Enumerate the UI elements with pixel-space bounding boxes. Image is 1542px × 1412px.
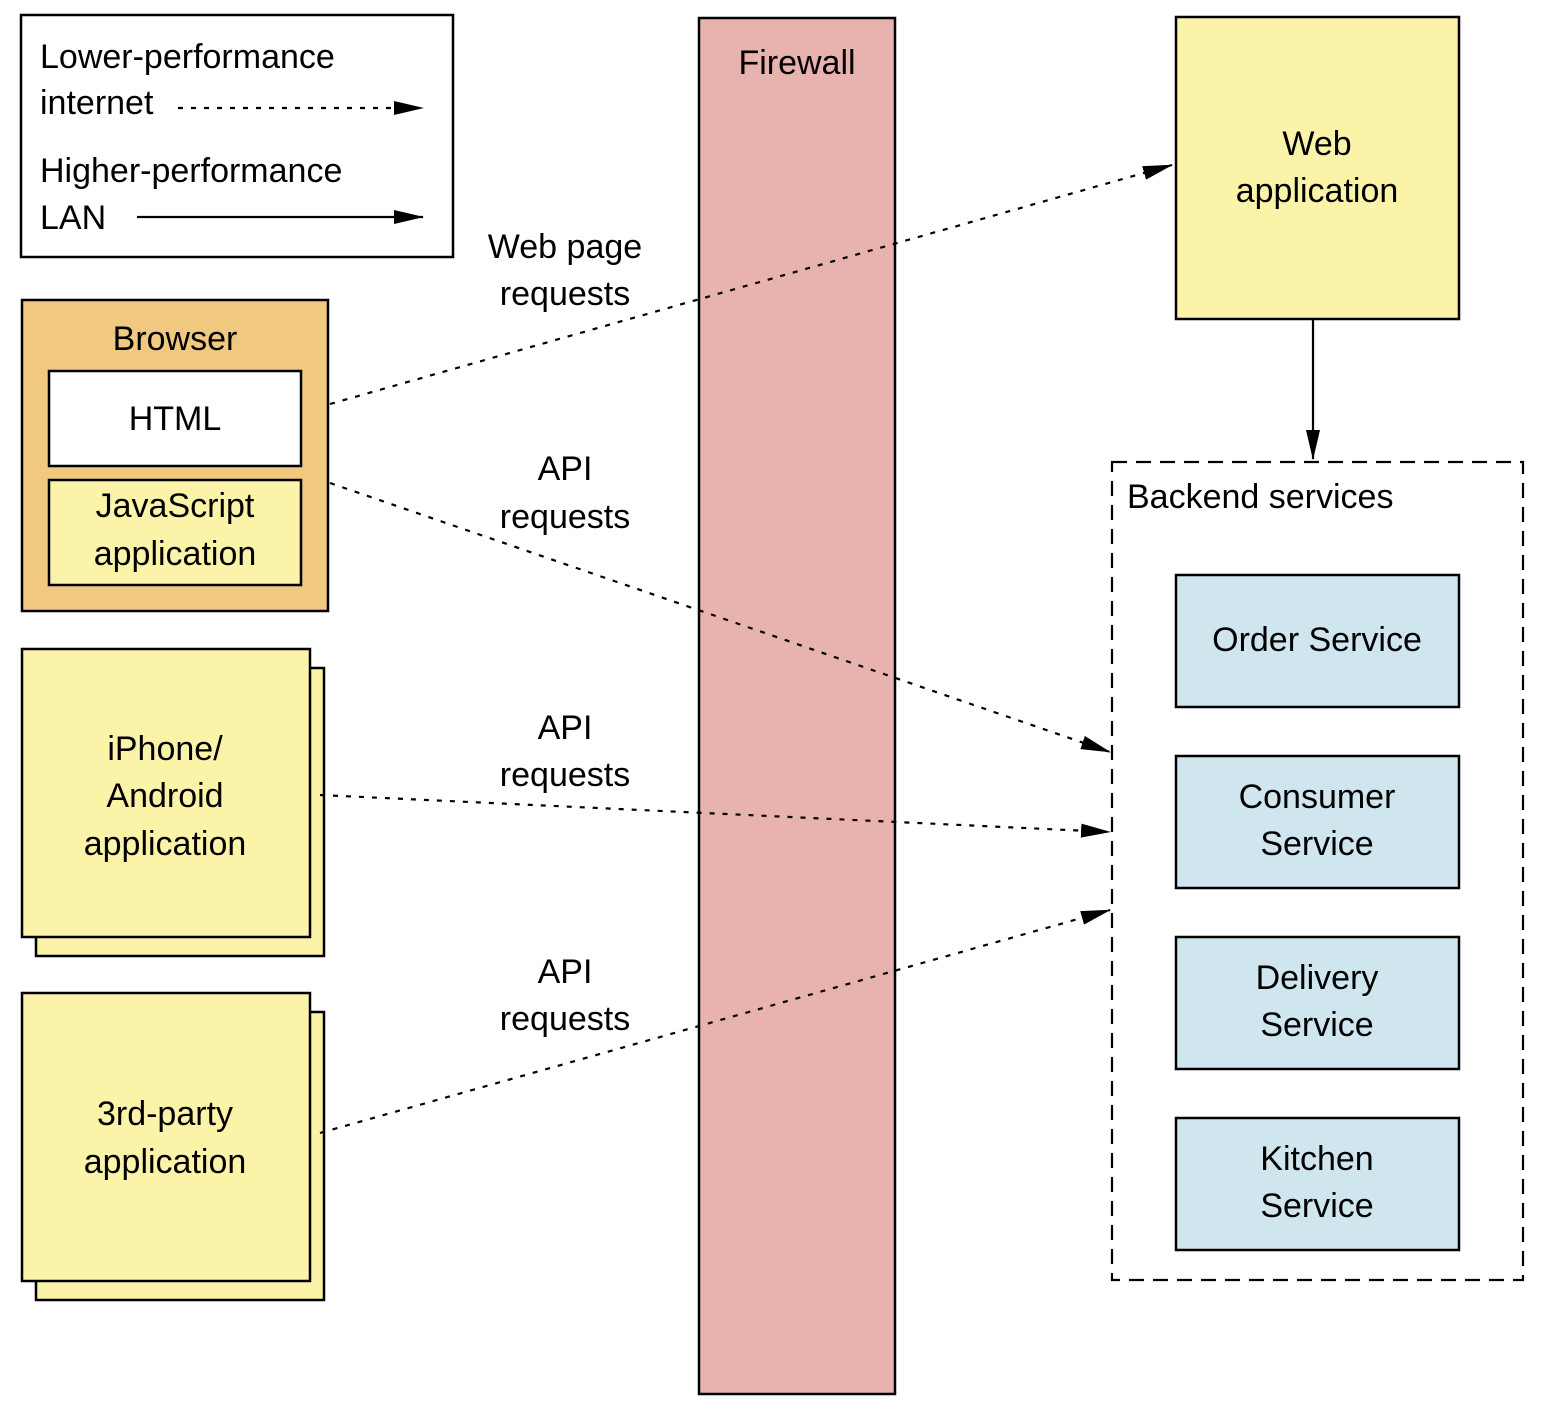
- firewall: Firewall: [697, 16, 897, 1396]
- mobile-app-box: iPhone/ Android application: [20, 647, 326, 958]
- delivery-service-box: [1174, 935, 1461, 1071]
- web-page-requests-line2: requests: [500, 275, 630, 313]
- javascript-app-box: [47, 478, 303, 587]
- consumer-service-line1: Consumer: [1239, 778, 1396, 816]
- delivery-service-line1: Delivery: [1256, 959, 1379, 997]
- legend-internet-line2: internet: [40, 84, 154, 122]
- consumer-service-line2: Service: [1260, 825, 1373, 863]
- api-requests-1-line2: requests: [500, 498, 630, 536]
- third-party-app-line1: 3rd-party: [97, 1095, 233, 1133]
- kitchen-service-box: [1174, 1116, 1461, 1252]
- web-page-request-arrow: [329, 163, 1173, 406]
- api-requests-2-line1: API: [538, 709, 593, 747]
- kitchen-service-line1: Kitchen: [1260, 1140, 1373, 1178]
- backend-services: Backend services Order Service Consumer …: [1110, 460, 1525, 1282]
- api-requests-2-line2: requests: [500, 756, 630, 794]
- web-app-line2: application: [1236, 172, 1399, 210]
- firewall-label: Firewall: [738, 44, 855, 82]
- legend-lan-line1: Higher-performance: [40, 152, 342, 190]
- third-party-app-line2: application: [84, 1143, 247, 1181]
- third-party-app-box: 3rd-party application: [20, 991, 326, 1302]
- web-page-requests-line1: Web page: [488, 228, 642, 266]
- mobile-api-request-arrow: [319, 793, 1111, 838]
- request-labels: Web page requests API requests API reque…: [488, 228, 642, 1038]
- api-requests-3-line2: requests: [500, 1000, 630, 1038]
- legend: Lower-performance internet Higher-perfor…: [19, 13, 455, 259]
- backend-services-title: Backend services: [1127, 478, 1393, 516]
- web-app-line1: Web: [1282, 125, 1351, 163]
- api-requests-3-line1: API: [538, 953, 593, 991]
- javascript-app-line1: JavaScript: [96, 487, 255, 525]
- legend-internet-line1: Lower-performance: [40, 38, 335, 76]
- javascript-app-line2: application: [94, 535, 257, 573]
- mobile-app-line3: application: [84, 825, 247, 863]
- delivery-service-line2: Service: [1260, 1006, 1373, 1044]
- html-box: [47, 369, 303, 468]
- kitchen-service-line2: Service: [1260, 1187, 1373, 1225]
- legend-lan-line2: LAN: [40, 199, 106, 237]
- web-app-box: Web application: [1174, 15, 1461, 321]
- mobile-app-front: [20, 647, 312, 939]
- backend-services-border: [1110, 460, 1525, 1282]
- order-service-box: [1174, 573, 1461, 709]
- mobile-app-line2: Android: [106, 777, 223, 815]
- consumer-service-box: [1174, 754, 1461, 890]
- html-label: HTML: [129, 400, 222, 438]
- order-service-label: Order Service: [1212, 621, 1422, 659]
- connections: [319, 163, 1320, 1135]
- third-party-app-front: [20, 991, 312, 1283]
- browser-label: Browser: [113, 320, 238, 358]
- api-requests-1-line1: API: [538, 450, 593, 488]
- firewall-bar: [697, 16, 897, 1396]
- mobile-app-line1: iPhone/: [107, 730, 223, 768]
- web-app-container: [1174, 15, 1461, 321]
- browser-box: Browser HTML JavaScript application: [20, 298, 330, 613]
